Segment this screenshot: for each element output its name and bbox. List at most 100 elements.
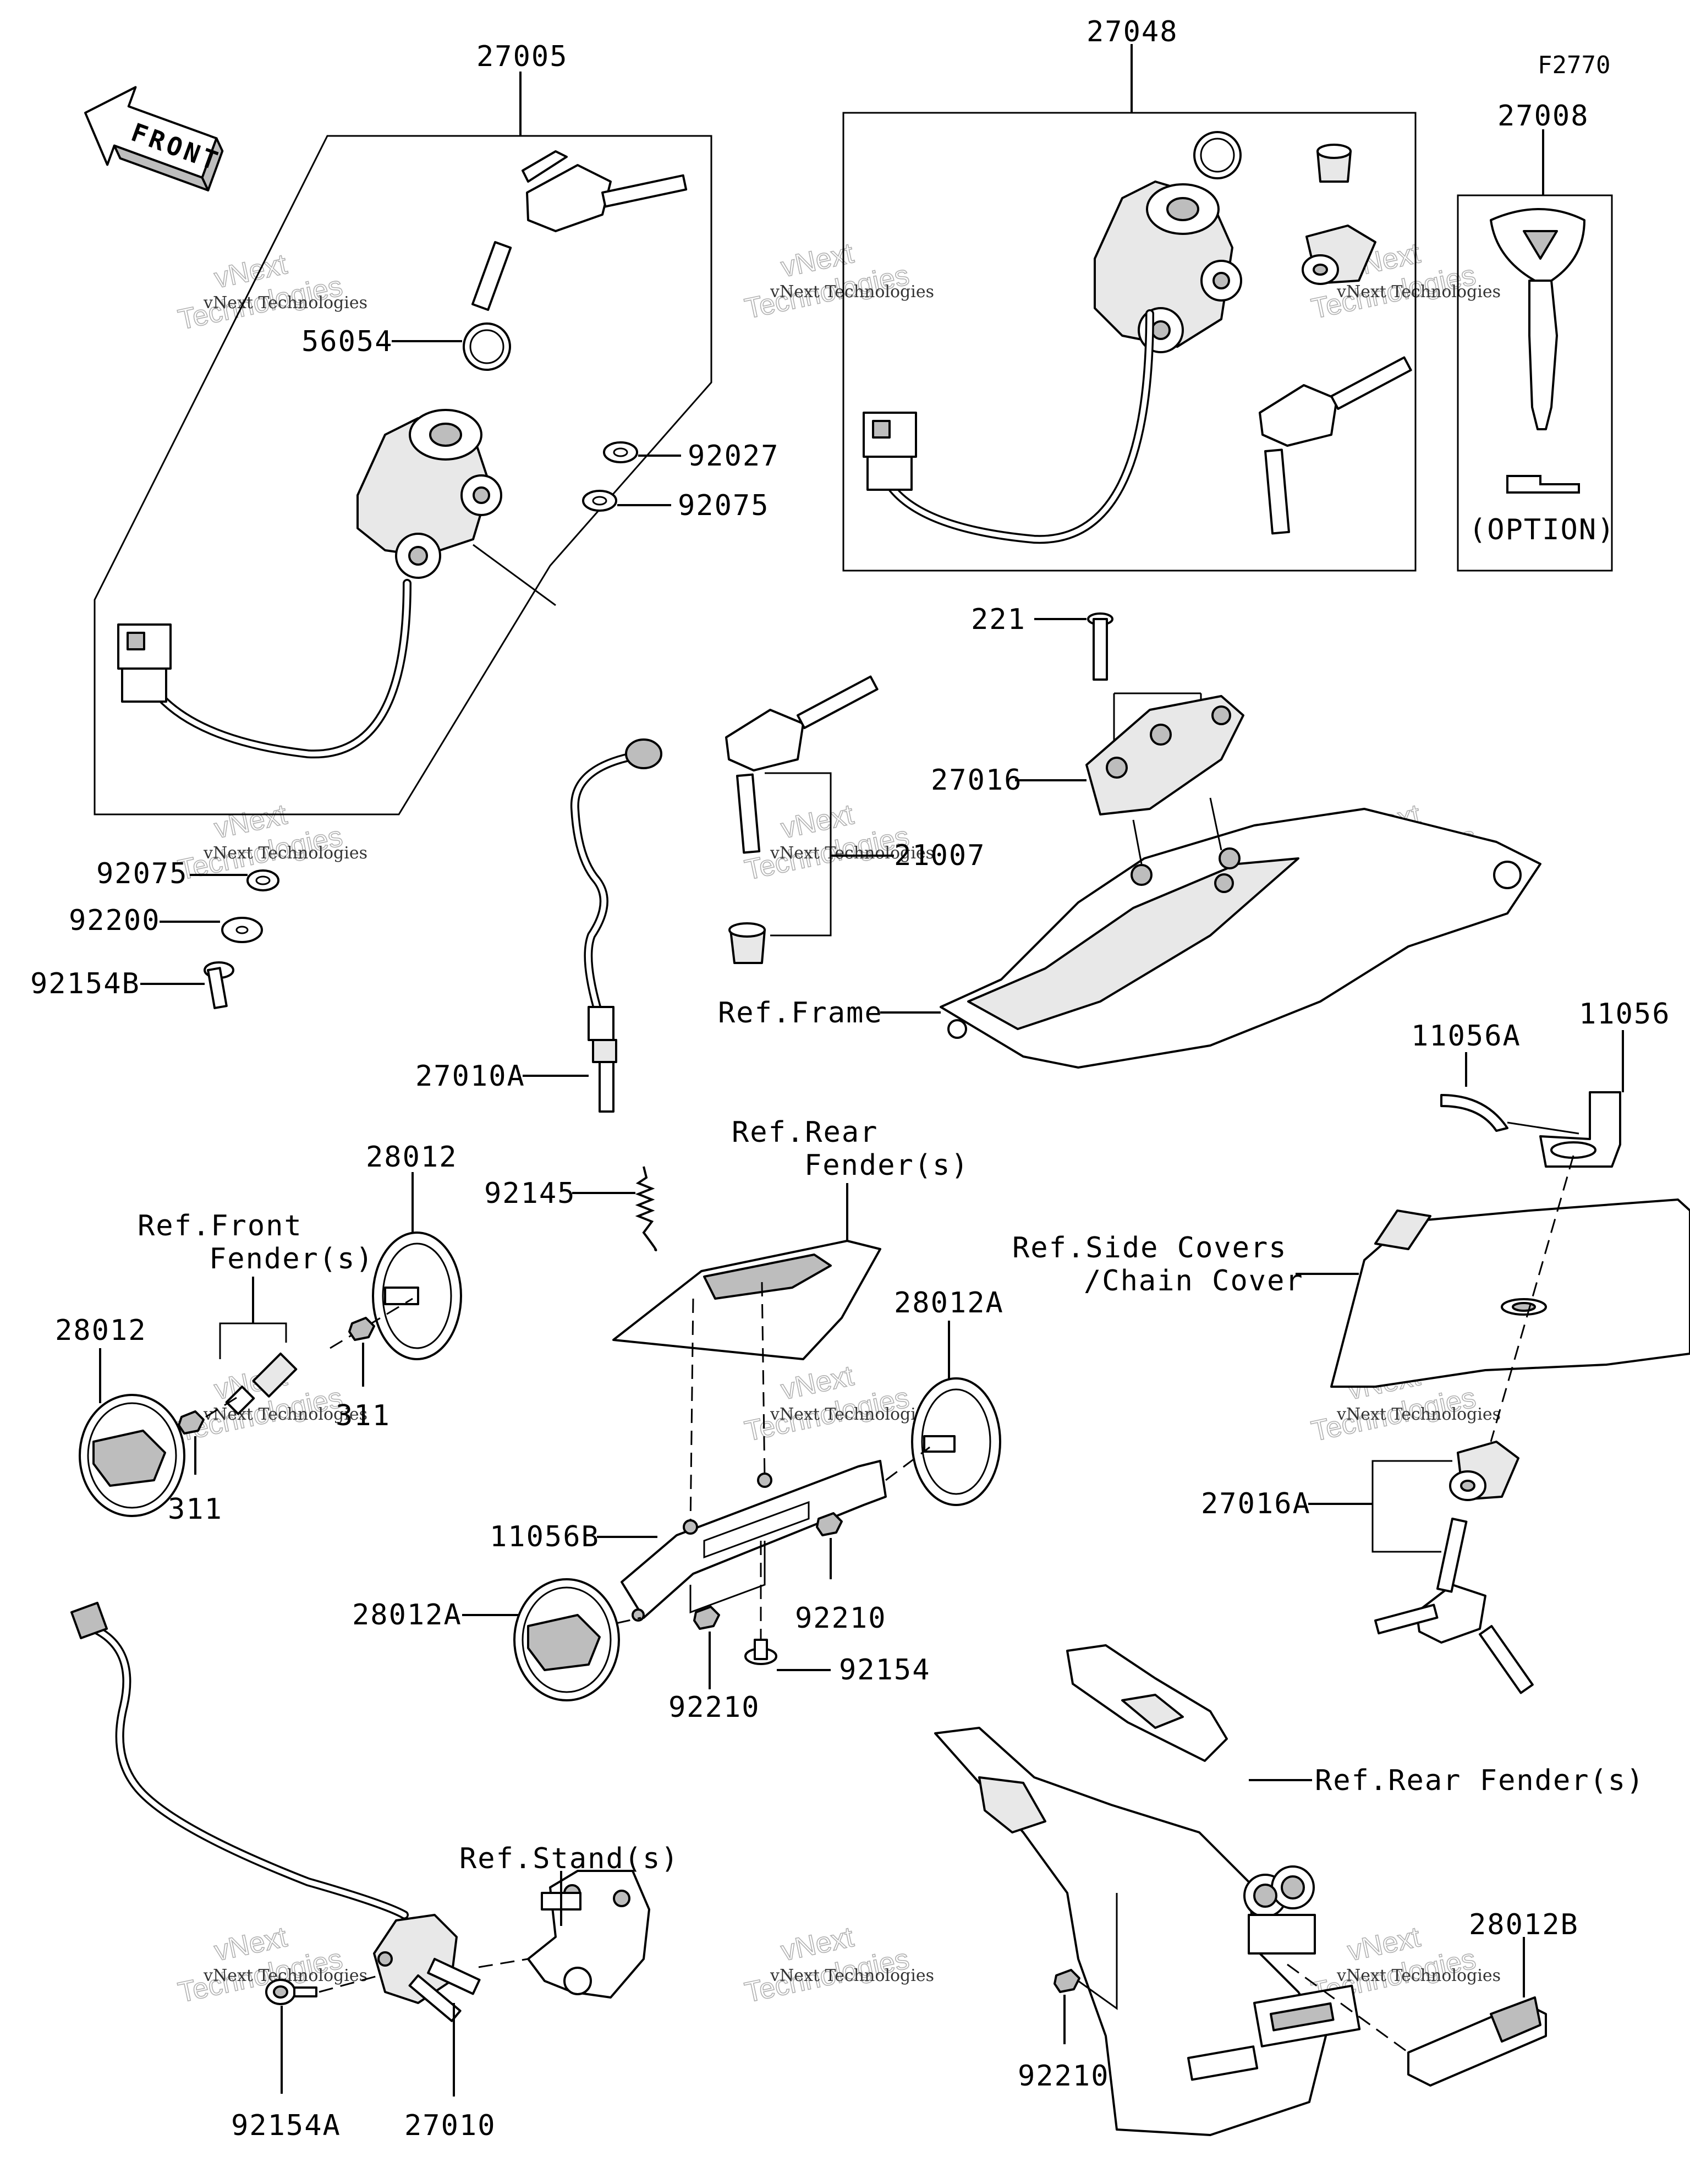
seat-lock-27016A-icon xyxy=(1449,1441,1519,1501)
frame-icon xyxy=(940,808,1541,1069)
key-set-icon xyxy=(471,150,688,311)
cylinder-small-icon xyxy=(1316,144,1352,183)
group-27008-frame xyxy=(1457,194,1613,572)
key-set-21007-icon xyxy=(725,675,879,854)
key-blank-icon xyxy=(1490,208,1585,430)
label-92027: 92027 xyxy=(688,440,780,473)
label-92210-c: 92210 xyxy=(1018,2060,1110,2093)
label-92075-top: 92075 xyxy=(678,489,770,522)
group-27048: 27048 xyxy=(842,15,1417,572)
ignition-switch-27048-icon xyxy=(1094,180,1242,353)
nut-92210-c xyxy=(1053,1969,1080,1993)
lock-bracket-27016-icon xyxy=(1085,695,1244,815)
connector-27010A-icon xyxy=(625,738,662,769)
key-set-27048-icon xyxy=(1259,356,1412,535)
watermark: vNext Technologies vNext Technologies xyxy=(742,237,934,325)
label-27010A: 27010A xyxy=(415,1060,525,1093)
reflector-28012-left xyxy=(79,1394,185,1517)
label-92154A: 92154A xyxy=(231,2109,341,2142)
grommet-28012-top xyxy=(372,1231,462,1360)
watermark: vNext Technologies vNext Technologies xyxy=(742,1359,934,1448)
connector-27010-icon xyxy=(70,1601,108,1639)
reflector-28012A-right xyxy=(911,1377,1001,1506)
svg-text:vNext Technologies: vNext Technologies xyxy=(203,1405,367,1424)
label-27008: 27008 xyxy=(1497,100,1589,133)
label-28012A-left: 28012A xyxy=(352,1599,462,1632)
bolt-92154 xyxy=(744,1639,777,1665)
label-92200: 92200 xyxy=(69,904,161,937)
svg-text:vNext Technologies: vNext Technologies xyxy=(1336,282,1501,302)
label-27005: 27005 xyxy=(476,40,568,73)
label-221: 221 xyxy=(971,603,1026,636)
group-27005-frame xyxy=(94,135,712,815)
washer-92075-top xyxy=(582,490,617,512)
seat-lock-icon xyxy=(1302,225,1376,285)
svg-text:vNext Technologies: vNext Technologies xyxy=(1336,1405,1501,1424)
label-28012A-right: 28012A xyxy=(894,1287,1004,1320)
label-28012-top: 28012 xyxy=(366,1141,458,1174)
label-92210-a: 92210 xyxy=(795,1602,887,1635)
label-ref-side-covers-2: /Chain Cover xyxy=(1084,1265,1304,1298)
washer-92075-bottom xyxy=(246,869,279,891)
label-92075-bottom: 92075 xyxy=(96,857,188,890)
label-92154B: 92154B xyxy=(30,967,140,1000)
label-ref-front-fender-2: Fender(s) xyxy=(209,1242,374,1276)
spring-92145 xyxy=(635,1166,657,1251)
label-21007: 21007 xyxy=(894,839,986,872)
connector-27048-icon xyxy=(863,412,917,491)
label-92210-b: 92210 xyxy=(668,1691,760,1724)
bracket-11056B-icon xyxy=(621,1460,887,1622)
rear-fender-bottom-icon xyxy=(934,1644,1361,2136)
label-56054: 56054 xyxy=(301,325,393,358)
label-92154: 92154 xyxy=(839,1654,931,1687)
group-27005: 27005 56054 92027 920 xyxy=(94,40,780,815)
bolt-92154A xyxy=(265,1979,317,2005)
label-ref-side-covers-1: Ref.Side Covers xyxy=(1012,1231,1287,1265)
label-ref-rear-fender-1: Ref.Rear xyxy=(732,1116,878,1149)
nut-92210-a xyxy=(816,1512,843,1536)
label-ref-stand: Ref.Stand(s) xyxy=(459,1842,679,1875)
lock-cylinder-21007-icon xyxy=(728,922,766,964)
watermark: vNext Technologies vNext Technologies xyxy=(742,1920,934,2009)
label-92145: 92145 xyxy=(484,1177,576,1210)
label-option: (OPTION) xyxy=(1469,513,1615,546)
label-28012B: 28012B xyxy=(1469,1908,1579,1941)
screw-221 xyxy=(1087,612,1113,681)
label-ref-front-fender-1: Ref.Front xyxy=(138,1209,303,1242)
nut-92210-b xyxy=(693,1606,720,1630)
washer-92027 xyxy=(603,441,638,463)
label-27010: 27010 xyxy=(404,2109,496,2142)
label-ref-frame: Ref.Frame xyxy=(718,997,883,1030)
key-set-27016A-icon xyxy=(1374,1518,1534,1694)
reflector-28012B xyxy=(1407,1996,1547,2087)
group-27048-frame xyxy=(842,112,1417,572)
label-11056: 11056 xyxy=(1579,998,1671,1031)
connector-icon xyxy=(117,623,172,703)
stand-bracket-icon xyxy=(527,1870,650,1999)
reflector-28012A-left xyxy=(513,1578,620,1701)
label-311-right: 311 xyxy=(336,1399,391,1432)
svg-text:vNext Technologies: vNext Technologies xyxy=(770,282,934,302)
label-28012-left: 28012 xyxy=(55,1314,147,1347)
label-311-left: 311 xyxy=(168,1493,223,1526)
side-stand-switch-icon xyxy=(373,1914,481,2022)
label-27016A: 27016A xyxy=(1201,1487,1311,1520)
rear-fender-plate-icon xyxy=(612,1240,881,1360)
watermark: vNext Technologies vNext Technologies xyxy=(175,1920,367,2009)
nut-311-right xyxy=(348,1317,375,1341)
label-27048: 27048 xyxy=(1087,15,1178,48)
svg-text:vNext Technologies: vNext Technologies xyxy=(770,1405,934,1424)
svg-text:vNext Technologies: vNext Technologies xyxy=(770,1966,934,1985)
switch-27010A-icon xyxy=(588,1006,617,1113)
svg-text:vNext Technologies: vNext Technologies xyxy=(203,844,367,863)
washer-92200 xyxy=(221,917,263,943)
figure-code: F2770 xyxy=(1538,51,1610,79)
bolt-92154B xyxy=(204,961,234,1009)
front-arrow-icon: FRONT xyxy=(84,86,224,191)
standoff-bolt-icon xyxy=(225,1352,298,1415)
label-11056A: 11056A xyxy=(1411,1020,1521,1053)
key-profile-icon xyxy=(1506,475,1580,494)
group-27008: 27008 (OPTION) xyxy=(1457,100,1615,572)
svg-text:vNext Technologies: vNext Technologies xyxy=(203,293,367,313)
